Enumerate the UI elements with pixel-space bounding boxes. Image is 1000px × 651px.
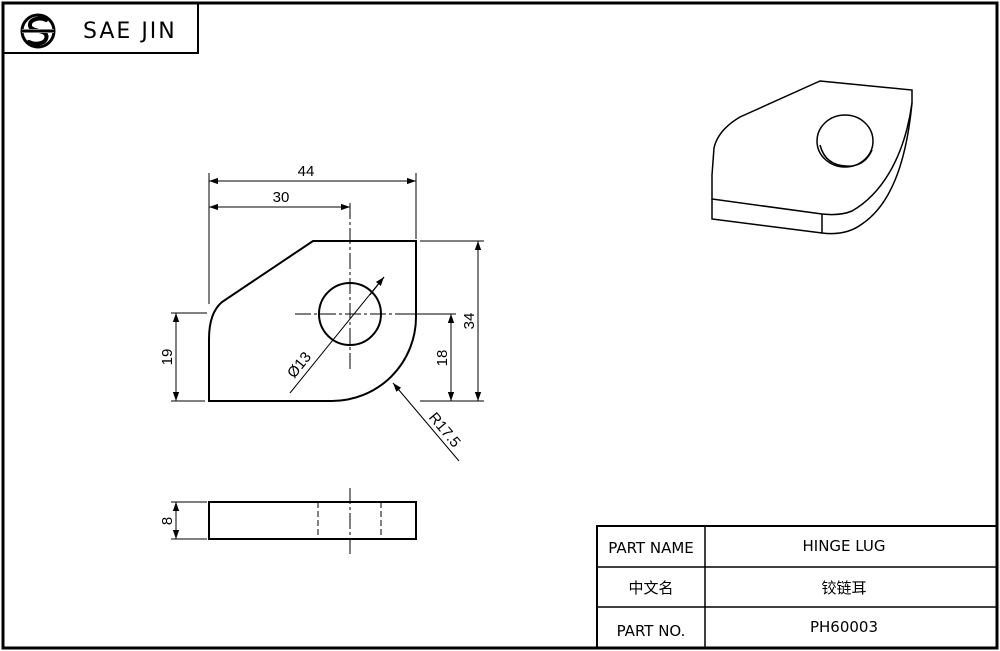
dimension-lines xyxy=(172,177,482,462)
dim-hole-center-y: 18 xyxy=(434,350,451,367)
brand-name: SAE JIN xyxy=(83,19,177,44)
title-block xyxy=(596,525,998,649)
label-part-no: PART NO. xyxy=(617,622,686,640)
logo-icon xyxy=(20,13,56,49)
isometric-view xyxy=(711,80,913,235)
value-part-no: PH60003 xyxy=(810,618,878,636)
dim-hole-center-x: 30 xyxy=(273,189,290,206)
title-block-text: PART NAME HINGE LUG 中文名 铰链耳 PART NO. PH6… xyxy=(608,537,885,640)
dim-corner-radius: R17.5 xyxy=(425,409,464,451)
value-part-name: HINGE LUG xyxy=(802,537,885,555)
center-lines xyxy=(295,203,410,370)
side-view: 8 xyxy=(159,488,417,555)
logo-block: SAE JIN xyxy=(3,3,199,54)
dim-thickness: 8 xyxy=(159,517,176,525)
dim-left-edge-height: 19 xyxy=(159,349,176,366)
front-view xyxy=(208,240,417,402)
dim-overall-width: 44 xyxy=(298,163,315,180)
dimension-texts: 44 30 34 18 19 Ø13 R17.5 xyxy=(159,163,478,451)
iso-hole xyxy=(816,114,874,168)
dim-overall-height: 34 xyxy=(461,313,478,330)
part-outline xyxy=(208,240,417,402)
label-chinese-name: 中文名 xyxy=(628,579,673,597)
label-part-name: PART NAME xyxy=(608,539,694,557)
value-chinese-name: 铰链耳 xyxy=(821,579,866,597)
dim-hole-diameter: Ø13 xyxy=(284,349,315,382)
